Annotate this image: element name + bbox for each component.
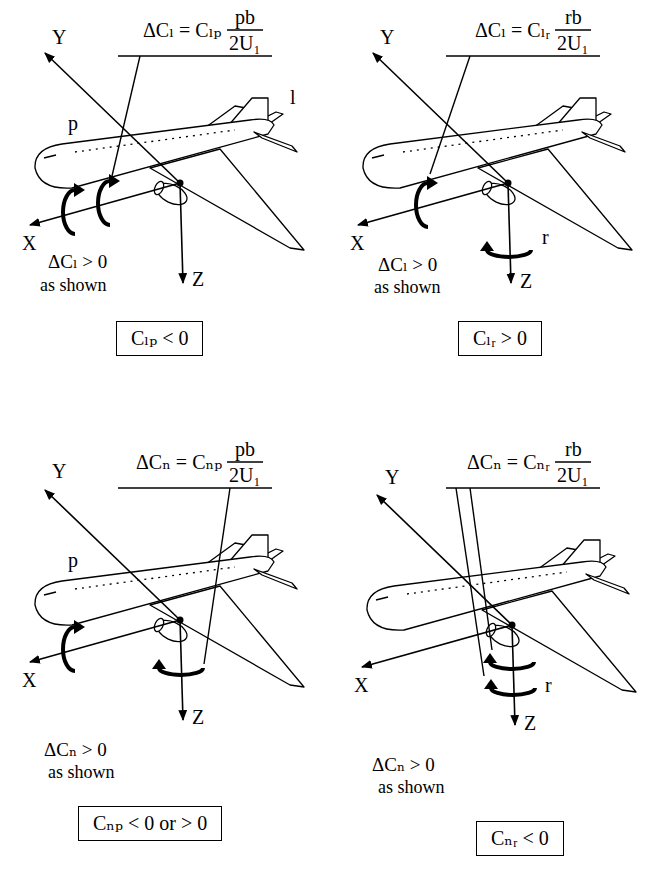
axis-label: Z: [520, 270, 532, 292]
y-axis: [377, 495, 512, 625]
origin-dot: [177, 180, 184, 187]
body-axes: [30, 53, 515, 725]
airplane-drawing: [35, 535, 304, 687]
axis-label: X: [354, 674, 368, 696]
z-axis: [180, 183, 183, 283]
leader-line: [470, 488, 492, 650]
fraction-bar: [555, 461, 591, 462]
moment-sign-label: ΔCₙ > 0: [372, 755, 435, 776]
arrowhead: [480, 241, 494, 251]
yaw-moment-arrow: [159, 668, 203, 675]
formula-text: ΔCₗ = Cₗᵣ: [475, 19, 550, 41]
fraction-numerator: rb: [565, 6, 582, 28]
formula-text: ΔCₙ = Cₙₚ: [136, 451, 222, 473]
fraction-numerator: pb: [235, 438, 255, 460]
origin-dots: [177, 180, 516, 629]
origin-dot: [509, 622, 516, 629]
note-text: as shown: [374, 278, 441, 298]
leader-line: [204, 488, 230, 664]
yaw-arrow: [491, 688, 535, 695]
result-box: Cₙᵣ < 0: [476, 821, 564, 856]
moment-sign-label: ΔCₗ > 0: [48, 252, 107, 273]
rotation-arrowheads: [74, 174, 498, 689]
yaw-moment-arrow: [490, 662, 534, 669]
x-axis: [30, 183, 180, 225]
z-axis: [508, 183, 511, 283]
result-box: Cₗₚ < 0: [116, 321, 203, 356]
roll-arrow: [63, 627, 75, 671]
axis-label: Y: [52, 460, 66, 482]
axis-label: X: [22, 232, 36, 254]
note-text: as shown: [40, 276, 107, 296]
formula-underline: [118, 55, 272, 56]
leader-line: [456, 488, 484, 676]
axis-label: Y: [52, 26, 66, 48]
result-text: Cₙᵣ < 0: [491, 827, 549, 850]
moment-sign-label: ΔCₙ > 0: [44, 740, 107, 761]
axis-label: Z: [192, 268, 204, 290]
rate-label: p: [68, 549, 78, 571]
fraction-numerator: pb: [235, 6, 255, 28]
formula-underline: [446, 487, 600, 488]
axis-label: X: [22, 669, 36, 691]
x-axis: [30, 620, 180, 662]
z-axis: [180, 620, 183, 720]
roll-arrow: [63, 190, 75, 234]
note-text: as shown: [48, 763, 115, 783]
fraction-denominator: 2U₁: [557, 32, 588, 54]
formula-text: ΔCₗ = Cₗₚ: [143, 19, 222, 41]
rate-label: r: [545, 674, 552, 696]
rate-label: r: [542, 226, 549, 248]
axis-label: Z: [192, 706, 204, 728]
roll-moment-arrow: [98, 181, 110, 225]
origin-dot: [505, 180, 512, 187]
arrowhead: [74, 620, 85, 634]
fraction-denominator: 2U₁: [229, 32, 260, 54]
axis-label: Y: [380, 26, 394, 48]
result-text: Cₙₚ < 0 or > 0: [93, 812, 207, 835]
formula-lines: [112, 30, 600, 676]
arrowhead: [483, 653, 497, 663]
airplane-drawing: [35, 98, 304, 250]
z-axis: [512, 625, 515, 725]
arrowhead: [152, 659, 166, 669]
fraction-numerator: rb: [565, 438, 582, 460]
result-text: Cₗₚ < 0: [131, 327, 188, 350]
y-axis: [373, 53, 508, 183]
note-text: as shown: [378, 778, 445, 798]
axis-label: Z: [524, 712, 536, 734]
arrowhead: [484, 679, 498, 689]
fraction-denominator: 2U₁: [557, 464, 588, 486]
yaw-arrow: [487, 250, 531, 257]
fraction-bar: [227, 461, 263, 462]
roll-moment-arrow: [416, 183, 428, 227]
x-axis: [358, 183, 508, 225]
result-box: Cₙₚ < 0 or > 0: [78, 806, 222, 841]
result-text: Cₗᵣ > 0: [473, 327, 527, 350]
rotation-arrows: [63, 181, 535, 695]
tail-label: l: [290, 86, 296, 108]
arrowhead: [427, 176, 438, 190]
axis-label: X: [350, 232, 364, 254]
fraction-denominator: 2U₁: [229, 464, 260, 486]
fraction-bar: [555, 29, 591, 30]
fraction-bar: [227, 29, 263, 30]
y-axis: [45, 53, 180, 183]
leader-line: [112, 56, 140, 176]
axis-label: Y: [385, 466, 399, 488]
formula-text: ΔCₙ = Cₙᵣ: [467, 451, 550, 473]
origin-dot: [177, 617, 184, 624]
rate-label: p: [68, 112, 78, 134]
leader-line: [430, 56, 470, 174]
arrowhead: [109, 174, 120, 188]
result-box: Cₗᵣ > 0: [458, 321, 542, 356]
airplane-drawing: [367, 540, 636, 692]
arrowhead: [74, 183, 85, 197]
formula-underline: [118, 487, 272, 488]
airplane-drawing: [363, 98, 632, 250]
y-axis: [45, 490, 180, 620]
moment-sign-label: ΔCₗ > 0: [378, 255, 437, 276]
